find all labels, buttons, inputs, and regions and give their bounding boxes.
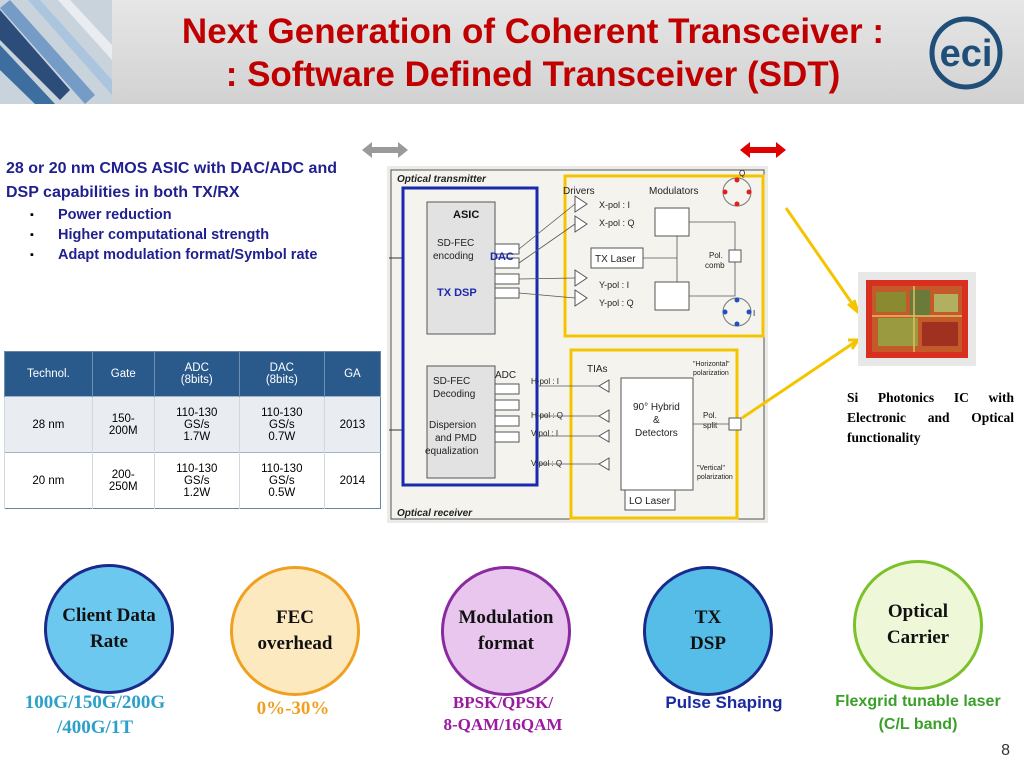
label-rx-h-q: H-pol : Q bbox=[531, 411, 563, 420]
benefit-item: Power reduction bbox=[30, 205, 366, 225]
table-cell: 110-130 GS/s 0.5W bbox=[238, 452, 325, 509]
label-pol-split: Pol.split bbox=[703, 411, 718, 430]
label-tx-laser: TX Laser bbox=[595, 254, 636, 265]
table-cell: 200- 250M bbox=[91, 452, 155, 509]
si-photonics-chip-image bbox=[858, 272, 976, 366]
header-decoration bbox=[0, 0, 112, 104]
asic-intro: 28 or 20 nm CMOS ASIC with DAC/ADC and D… bbox=[6, 160, 337, 201]
asic-spec-table: Technol. Gate ADC (8bits) DAC (8bits) GA… bbox=[4, 351, 381, 509]
gray-double-arrow-icon bbox=[362, 142, 408, 158]
label-tias: TIAs bbox=[587, 364, 608, 375]
label-dac: DAC bbox=[490, 251, 514, 263]
table-cell: 150- 200M bbox=[91, 396, 155, 453]
title-line-2: : Software Defined Transceiver (SDT) bbox=[225, 55, 841, 94]
label-horizontal-polarization: "Horizontal"polarization bbox=[693, 361, 730, 377]
header-gate: Gate bbox=[91, 351, 155, 397]
feature-tx-dsp: TX DSP bbox=[643, 566, 773, 696]
eci-logo: eci bbox=[929, 16, 1003, 90]
page-number: 8 bbox=[1001, 742, 1010, 759]
asic-description: 28 or 20 nm CMOS ASIC with DAC/ADC and D… bbox=[6, 157, 366, 265]
label-y-pol-i: Y-pol : I bbox=[599, 280, 629, 290]
table-cell: 2013 bbox=[323, 396, 381, 453]
table-cell: 28 nm bbox=[4, 396, 93, 453]
caption-tx-dsp: Pulse Shaping bbox=[665, 693, 783, 712]
label-y-pol-q: Y-pol : Q bbox=[599, 298, 634, 308]
asic-benefits-list: Power reduction Higher computational str… bbox=[6, 205, 366, 265]
logo-text: eci bbox=[940, 33, 993, 75]
feature-fec-overhead: FEC overhead bbox=[230, 566, 360, 696]
label-tx-dsp: TX DSP bbox=[437, 287, 477, 299]
feature-client-data-rate: Client Data Rate bbox=[44, 564, 174, 694]
red-double-arrow-icon bbox=[740, 142, 786, 158]
title-line-1: Next Generation of Coherent Transceiver … bbox=[181, 12, 885, 51]
label-x-pol-q: X-pol : Q bbox=[599, 218, 635, 228]
caption-optical-carrier: Flexgrid tunable laser (C/L band) bbox=[835, 693, 1001, 733]
label-hybrid: 90° Hybrid&Detectors bbox=[633, 402, 680, 439]
header-dac: DAC (8bits) bbox=[238, 351, 325, 397]
table-cell: 110-130 GS/s 1.2W bbox=[153, 452, 240, 509]
feature-optical-carrier: Optical Carrier bbox=[853, 560, 983, 690]
label-rx-v-i: V-pol : I bbox=[531, 429, 558, 438]
table-row: 28 nm 150- 200M 110-130 GS/s 1.7W 110-13… bbox=[4, 396, 381, 453]
header-adc: ADC (8bits) bbox=[153, 351, 240, 397]
constellation-q-label: Q bbox=[739, 169, 745, 178]
label-vertical-polarization: "Vertical"polarization bbox=[697, 465, 733, 481]
table-cell: 110-130 GS/s 0.7W bbox=[238, 396, 325, 453]
header-technology: Technol. bbox=[4, 351, 93, 397]
header-ga: GA bbox=[323, 351, 381, 397]
caption-fec-overhead: 0%-30% bbox=[256, 698, 330, 719]
label-x-pol-i: X-pol : I bbox=[599, 200, 630, 210]
si-photonics-note: Si Photonics IC with Electronic and Opti… bbox=[847, 390, 1014, 445]
constellation-i-label: I bbox=[753, 309, 755, 318]
table-header-row: Technol. Gate ADC (8bits) DAC (8bits) GA bbox=[4, 351, 381, 397]
label-modulators: Modulators bbox=[649, 186, 698, 197]
table-cell: 20 nm bbox=[4, 452, 93, 509]
label-lo-laser: LO Laser bbox=[629, 496, 671, 507]
slide-title: Next Generation of Coherent Transceiver … bbox=[118, 10, 948, 96]
transceiver-block-diagram: Optical transmitter Optical receiver ASI… bbox=[387, 166, 768, 523]
label-adc: ADC bbox=[495, 370, 516, 381]
slide-header: Next Generation of Coherent Transceiver … bbox=[0, 0, 1024, 104]
label-pol-comb: Pol.comb bbox=[705, 251, 725, 270]
benefit-item: Higher computational strength bbox=[30, 225, 366, 245]
table-cell: 2014 bbox=[323, 452, 381, 509]
feature-modulation-format: Modulation format bbox=[441, 566, 571, 696]
table-cell: 110-130 GS/s 1.7W bbox=[153, 396, 240, 453]
label-optical-transmitter: Optical transmitter bbox=[397, 174, 487, 185]
benefit-item: Adapt modulation format/Symbol rate bbox=[30, 245, 366, 265]
label-optical-receiver: Optical receiver bbox=[397, 508, 473, 519]
label-rx-v-q: V-pol : Q bbox=[531, 459, 562, 468]
table-row: 20 nm 200- 250M 110-130 GS/s 1.2W 110-13… bbox=[4, 452, 381, 509]
caption-client-data-rate: 100G/150G/200G /400G/1T bbox=[24, 692, 166, 738]
label-asic: ASIC bbox=[453, 209, 479, 221]
caption-modulation-format: BPSK/QPSK/ 8-QAM/16QAM bbox=[443, 693, 563, 734]
label-drivers: Drivers bbox=[563, 186, 595, 197]
label-rx-h-i: H-pol : I bbox=[531, 377, 559, 386]
